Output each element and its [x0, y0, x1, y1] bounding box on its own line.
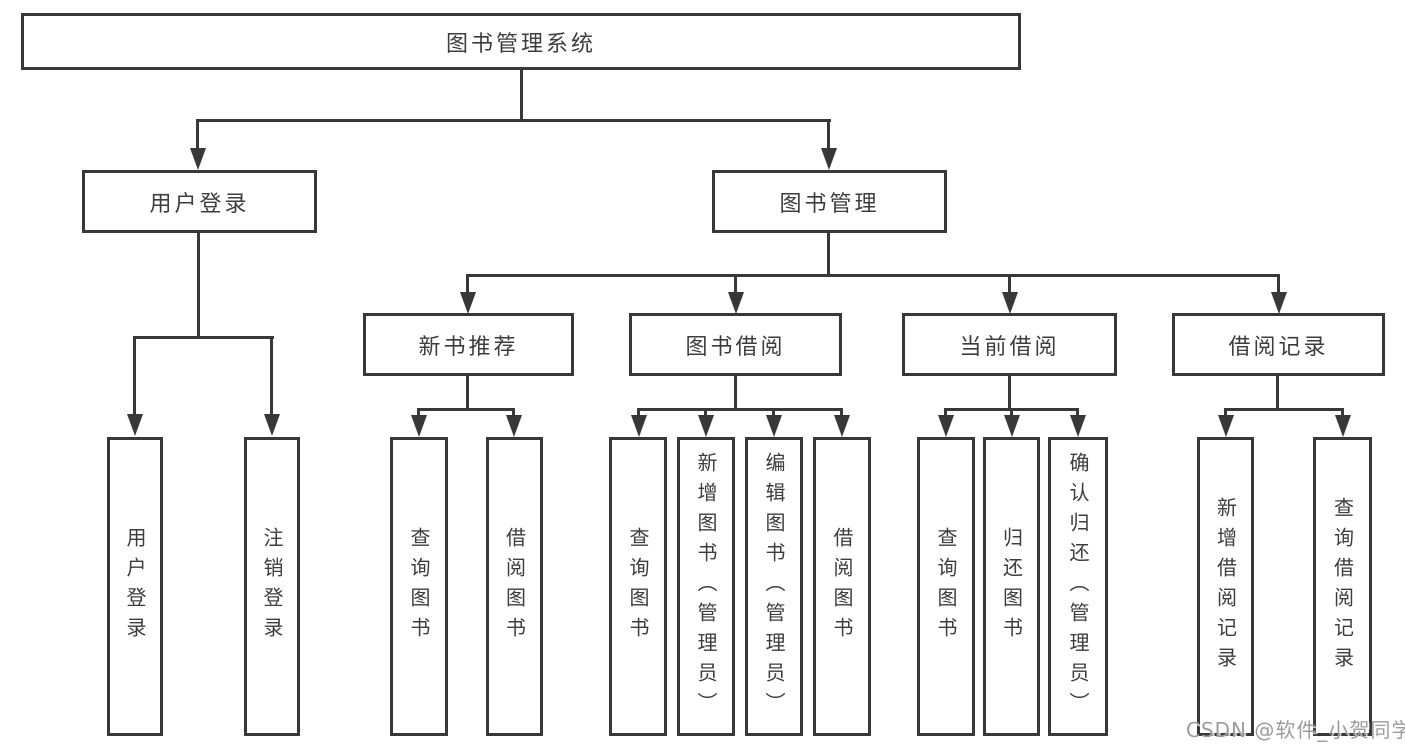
leaf-return-books-label: 归还图书: [999, 526, 1024, 647]
arrow-down-icon: [938, 415, 954, 437]
arrow-down-icon: [834, 415, 850, 437]
connector-line: [734, 376, 737, 408]
leaf-confirm-return-admin: 确认归还（管理员）: [1048, 437, 1108, 736]
connector-line: [638, 408, 843, 411]
connector-line: [1224, 408, 1227, 418]
leaf-add-borrow-record-label: 新增借阅记录: [1213, 496, 1238, 677]
leaf-borrow-books-recommend: 借阅图书: [486, 437, 543, 736]
connector-line: [944, 408, 947, 418]
leaf-add-books-admin: 新增图书（管理员）: [677, 437, 735, 736]
leaf-return-books: 归还图书: [983, 437, 1040, 736]
connector-line: [417, 408, 420, 418]
leaf-query-borrow-record-label: 查询借阅记录: [1330, 496, 1355, 677]
csdn-watermark: CSDN @软件_小贺同学: [1186, 718, 1405, 742]
connector-line: [1276, 376, 1279, 408]
connector-line: [467, 274, 1280, 277]
leaf-query-books-recommend: 查询图书: [390, 437, 448, 736]
connector-line: [1076, 408, 1079, 418]
connector-line: [1341, 408, 1344, 418]
connector-line: [772, 408, 775, 418]
leaf-borrow-books-borrowing: 借阅图书: [813, 437, 871, 736]
arrow-down-icon: [1004, 415, 1020, 437]
node-library-management-system: 图书管理系统: [21, 13, 1021, 70]
connector-line: [133, 336, 136, 416]
arrow-down-icon: [460, 292, 476, 314]
connector-line: [734, 274, 737, 296]
connector-line: [197, 233, 200, 336]
connector-line: [1225, 408, 1344, 411]
node-book-borrowing: 图书借阅: [629, 313, 842, 376]
arrow-down-icon: [411, 415, 427, 437]
connector-line: [1008, 376, 1011, 408]
connector-line: [1277, 274, 1280, 296]
leaf-edit-books-admin: 编辑图书（管理员）: [745, 437, 803, 736]
leaf-query-borrow-record: 查询借阅记录: [1313, 437, 1372, 736]
node-book-management: 图书管理: [712, 170, 947, 233]
leaf-borrow-books-recommend-label: 借阅图书: [502, 526, 527, 647]
connector-line: [466, 274, 469, 296]
arrow-down-icon: [264, 414, 280, 436]
arrow-down-icon: [766, 415, 782, 437]
leaf-add-books-admin-label: 新增图书（管理员）: [694, 451, 718, 722]
leaf-user-login-label: 用户登录: [123, 526, 147, 647]
leaf-add-borrow-record: 新增借阅记录: [1197, 437, 1254, 736]
arrow-down-icon: [506, 415, 522, 437]
leaf-query-books-borrowing: 查询图书: [609, 437, 667, 736]
arrow-down-icon: [1070, 415, 1086, 437]
connector-line: [466, 376, 469, 408]
connector-line: [827, 119, 830, 152]
leaf-borrow-books-borrowing-label: 借阅图书: [830, 526, 854, 647]
connector-line: [520, 70, 523, 119]
connector-line: [197, 119, 831, 122]
connector-line: [512, 408, 515, 418]
connector-line: [637, 408, 640, 418]
leaf-query-books-current: 查询图书: [917, 437, 975, 736]
leaf-user-login: 用户登录: [107, 437, 163, 736]
connector-line: [134, 336, 274, 339]
arrow-down-icon: [631, 415, 647, 437]
node-current-borrowing: 当前借阅: [902, 313, 1117, 376]
node-user-login: 用户登录: [82, 170, 317, 233]
connector-line: [418, 408, 515, 411]
arrow-down-icon: [728, 292, 744, 314]
leaf-edit-books-admin-label: 编辑图书（管理员）: [762, 451, 786, 722]
node-new-book-recommendation: 新书推荐: [363, 313, 574, 376]
arrow-down-icon: [1002, 292, 1018, 314]
connector-line: [704, 408, 707, 418]
node-borrowing-records: 借阅记录: [1172, 313, 1385, 376]
arrow-down-icon: [190, 148, 206, 170]
leaf-logout-label: 注销登录: [260, 526, 284, 647]
connector-line: [1008, 274, 1011, 296]
arrow-down-icon: [821, 148, 837, 170]
leaf-logout: 注销登录: [244, 437, 300, 736]
arrow-down-icon: [698, 415, 714, 437]
arrow-down-icon: [127, 414, 143, 436]
leaf-query-books-current-label: 查询图书: [934, 526, 958, 647]
connector-line: [196, 119, 199, 152]
arrow-down-icon: [1271, 292, 1287, 314]
arrow-down-icon: [1218, 415, 1234, 437]
arrow-down-icon: [1335, 415, 1351, 437]
leaf-query-books-borrowing-label: 查询图书: [626, 526, 650, 647]
connector-line: [1010, 408, 1013, 418]
connector-line: [270, 336, 273, 416]
connector-line: [840, 408, 843, 418]
leaf-query-books-recommend-label: 查询图书: [407, 526, 431, 647]
connector-line: [827, 233, 830, 274]
leaf-confirm-return-admin-label: 确认归还（管理员）: [1066, 451, 1090, 722]
